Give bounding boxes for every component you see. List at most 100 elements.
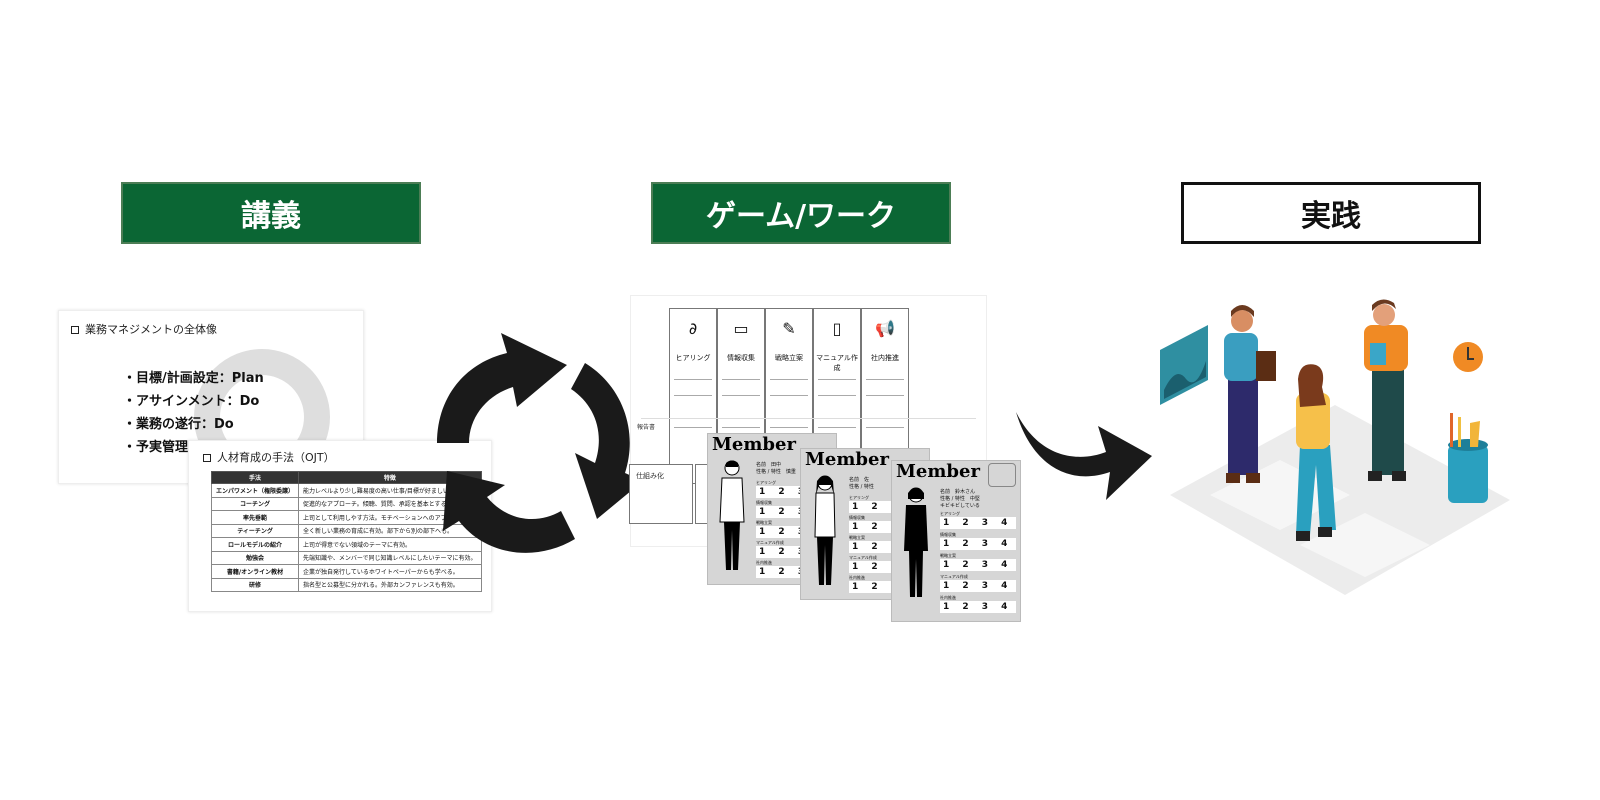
sheet-column-label: マニュアル作成: [816, 354, 858, 372]
sheet-column-label: 戦略立案: [775, 354, 803, 362]
sheet-line: [818, 379, 856, 380]
member-card-title: Member: [805, 449, 889, 470]
score-row-label: ヒアリング: [940, 511, 960, 516]
score-row-label: ヒアリング: [756, 480, 776, 485]
slide1-title: 業務マネジメントの全体像: [71, 321, 217, 337]
score-row-label: マニュアル作成: [756, 540, 784, 545]
sheet-column-label: 情報収集: [727, 354, 755, 362]
table-header-cell: 特徴: [298, 471, 482, 484]
table-header-row: 手法 特徴: [210, 471, 482, 484]
member-card-info: 名前 田中性格 / 特性 慎重: [756, 462, 796, 475]
table-row: 勉強会先端知識や、メンバーで同じ知識レベルにしたいテーマに有効。: [210, 550, 482, 565]
team-collaboration-illustration: [1160, 299, 1510, 595]
pdca-list: ・目標/計画設定：Plan ・アサインメント：Do ・業務の遂行：Do ・予実管…: [123, 367, 264, 459]
member-card-title: Member: [896, 461, 980, 482]
table-header-cell: 手法: [210, 471, 300, 484]
cycle-arrows-icon: [437, 333, 643, 553]
table-cell: 企業が独自発行しているホワイトペーパーからも学べる。: [298, 564, 482, 579]
sheet-line: [866, 427, 904, 428]
checkbox-icon: [203, 454, 211, 462]
score-row-label: マニュアル作成: [940, 574, 968, 579]
header-game-work: ゲーム/ワーク: [651, 182, 951, 244]
sheet-column: ▭ 情報収集: [717, 308, 765, 484]
sheet-column-label: 社内推進: [871, 354, 899, 362]
slide2-title: 人材育成の手法（OJT）: [203, 449, 335, 465]
table-row: 率先垂範上司として利用しやす方法。モチベーションへのアプローチにも: [210, 510, 482, 525]
sheet-line: [866, 395, 904, 396]
member-card: Member 名前 鈴木さん性格 / 特性 中堅キビキビしている ヒアリング 1…: [891, 460, 1021, 622]
score-row-label: 社内推進: [756, 560, 772, 565]
table-cell: コーチング: [210, 496, 300, 511]
member-card-info: 名前 鈴木さん性格 / 特性 中堅キビキビしている: [940, 489, 980, 509]
score-row-label: 戦略立案: [940, 553, 956, 558]
score-row: 1 2 3 4 5 6: [940, 517, 1016, 529]
sheet-side-label: 報告書: [637, 424, 656, 431]
score-row-label: 情報収集: [849, 515, 865, 520]
table-row: 書籍/オンライン教材企業が独自発行しているホワイトペーパーからも学べる。: [210, 564, 482, 579]
table-cell: ロールモデルの紹介: [210, 537, 300, 552]
score-row-label: 戦略立案: [756, 520, 772, 525]
table-cell: 書籍/オンライン教材: [210, 564, 300, 579]
header-practice: 実践: [1181, 182, 1481, 244]
megaphone-icon: 📢: [875, 319, 895, 338]
score-row: 1 2 3 4 5 6: [940, 580, 1016, 592]
sheet-box-label: 仕組み化: [636, 472, 664, 480]
pencil-icon: ✎: [782, 319, 796, 338]
sheet-column: 📢 社内推進: [861, 308, 909, 484]
sheet-line: [722, 427, 760, 428]
photo-frame: [988, 463, 1016, 487]
sheet-line: [674, 427, 712, 428]
sheet-line: [818, 427, 856, 428]
score-row-label: 社内推進: [849, 575, 865, 580]
table-row: ロールモデルの紹介上司が得意でない領域のテーマに有効。: [210, 537, 482, 552]
table-row: エンパワメント（権限委譲）能力レベルより少し難易度の高い仕事/目標が好ましい。: [210, 483, 482, 498]
table-cell: 勉強会: [210, 550, 300, 565]
score-row: 1 2 3 4 5 6: [940, 538, 1016, 550]
sheet-column-label: ヒアリング: [675, 354, 711, 362]
table-row: コーチング促進的なアプローチ。傾聴、質問、承認を基本とする。: [210, 496, 482, 511]
sheet-line: [770, 379, 808, 380]
pdca-item: ・アサインメント：Do: [123, 394, 260, 409]
header-lecture: 講義: [121, 182, 421, 244]
pdca-item: ・業務の遂行：Do: [123, 417, 234, 432]
score-row-label: 戦略立案: [849, 535, 865, 540]
sheet-line: [722, 395, 760, 396]
score-row-label: 情報収集: [940, 532, 956, 537]
sheet-line: [818, 395, 856, 396]
laptop-icon: ▭: [733, 319, 749, 338]
score-row: 1 2 3 4 5 6: [940, 559, 1016, 571]
score-row-label: 社内推進: [940, 595, 956, 600]
sheet-divider: [641, 418, 976, 419]
person-icon: [814, 475, 836, 585]
ojt-table: 手法 特徴 エンパワメント（権限委譲）能力レベルより少し難易度の高い仕事/目標が…: [210, 471, 482, 592]
slide-ojt-methods: 人材育成の手法（OJT） 手法 特徴 エンパワメント（権限委譲）能力レベルより少…: [188, 440, 492, 612]
sheet-box: 仕組み化: [629, 464, 693, 524]
sheet-line: [674, 395, 712, 396]
table-cell: 率先垂範: [210, 510, 300, 525]
checkbox-icon: [71, 326, 79, 334]
table-cell: 指名型と公募型に分かれる。外部カンファレンスも有効。: [298, 577, 482, 592]
table-cell: エンパワメント（権限委譲）: [210, 483, 300, 498]
curved-arrow-icon: [1016, 412, 1152, 500]
table-cell: 能力レベルより少し難易度の高い仕事/目標が好ましい。: [298, 483, 482, 498]
table-row: 研修指名型と公募型に分かれる。外部カンファレンスも有効。: [210, 577, 482, 592]
clipboard-icon: ▯: [832, 319, 842, 338]
score-row-label: 情報収集: [756, 500, 772, 505]
sheet-line: [770, 427, 808, 428]
member-card-title: Member: [712, 434, 796, 455]
score-row: 1 2 3 4 5 6: [940, 601, 1016, 613]
person-icon: [904, 487, 928, 597]
pdca-item: ・目標/計画設定：Plan: [123, 371, 264, 386]
table-cell: 研修: [210, 577, 300, 592]
person-icon: [719, 460, 745, 570]
table-cell: ティーチング: [210, 523, 300, 538]
score-row-label: ヒアリング: [849, 495, 869, 500]
sheet-line: [722, 379, 760, 380]
ear-icon: ∂: [688, 319, 698, 338]
score-row-label: マニュアル作成: [849, 555, 877, 560]
sheet-line: [866, 379, 904, 380]
sheet-column: ∂ ヒアリング: [669, 308, 717, 484]
member-card-info: 名前 佐性格 / 特性: [849, 477, 874, 490]
sheet-line: [674, 379, 712, 380]
sheet-line: [770, 395, 808, 396]
